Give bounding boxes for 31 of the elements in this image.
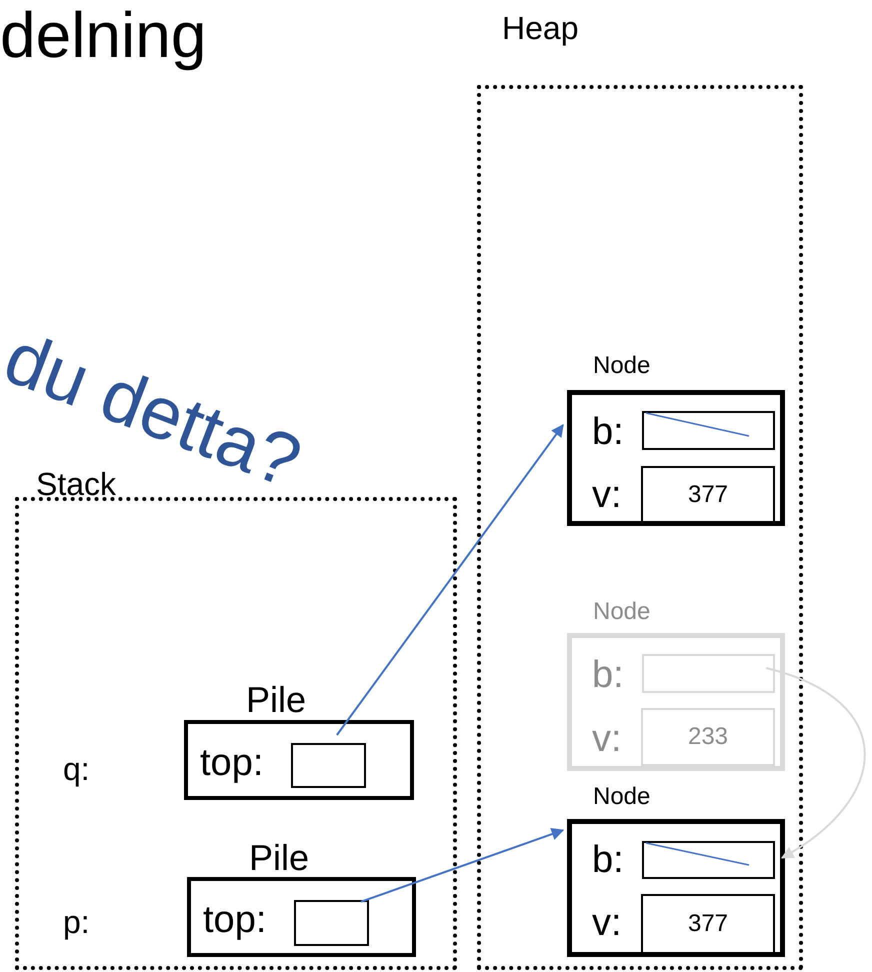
type-heading: Pile xyxy=(246,682,306,718)
type-heading: Heap xyxy=(502,12,578,44)
type-heading: Node xyxy=(593,354,650,378)
value-field xyxy=(642,654,775,693)
field-label: v: xyxy=(592,720,622,758)
type-heading: Node xyxy=(593,785,650,809)
arrow xyxy=(360,828,564,903)
arrow xyxy=(766,667,866,859)
field-label: b: xyxy=(592,413,624,451)
page-title: delning xyxy=(0,0,206,70)
field-value: 377 xyxy=(688,912,728,936)
variable-label: p: xyxy=(63,906,90,938)
value-field xyxy=(642,841,775,879)
variable-label: q: xyxy=(63,753,90,785)
value-field xyxy=(641,894,775,954)
field-value: 233 xyxy=(688,725,728,749)
field-label: b: xyxy=(592,841,624,879)
value-field xyxy=(641,708,775,766)
field-label: v: xyxy=(592,476,622,514)
field-value: 377 xyxy=(688,482,728,506)
arrow xyxy=(336,424,564,736)
field-label: top: xyxy=(203,901,266,939)
value-field xyxy=(642,411,775,450)
field-label: b: xyxy=(592,656,624,694)
type-heading: Pile xyxy=(249,840,310,876)
value-field xyxy=(641,466,775,523)
value-field xyxy=(294,900,369,946)
value-field xyxy=(291,743,366,788)
field-label: top: xyxy=(200,744,264,782)
field-label: v: xyxy=(592,904,622,942)
type-heading: Node xyxy=(593,600,650,624)
